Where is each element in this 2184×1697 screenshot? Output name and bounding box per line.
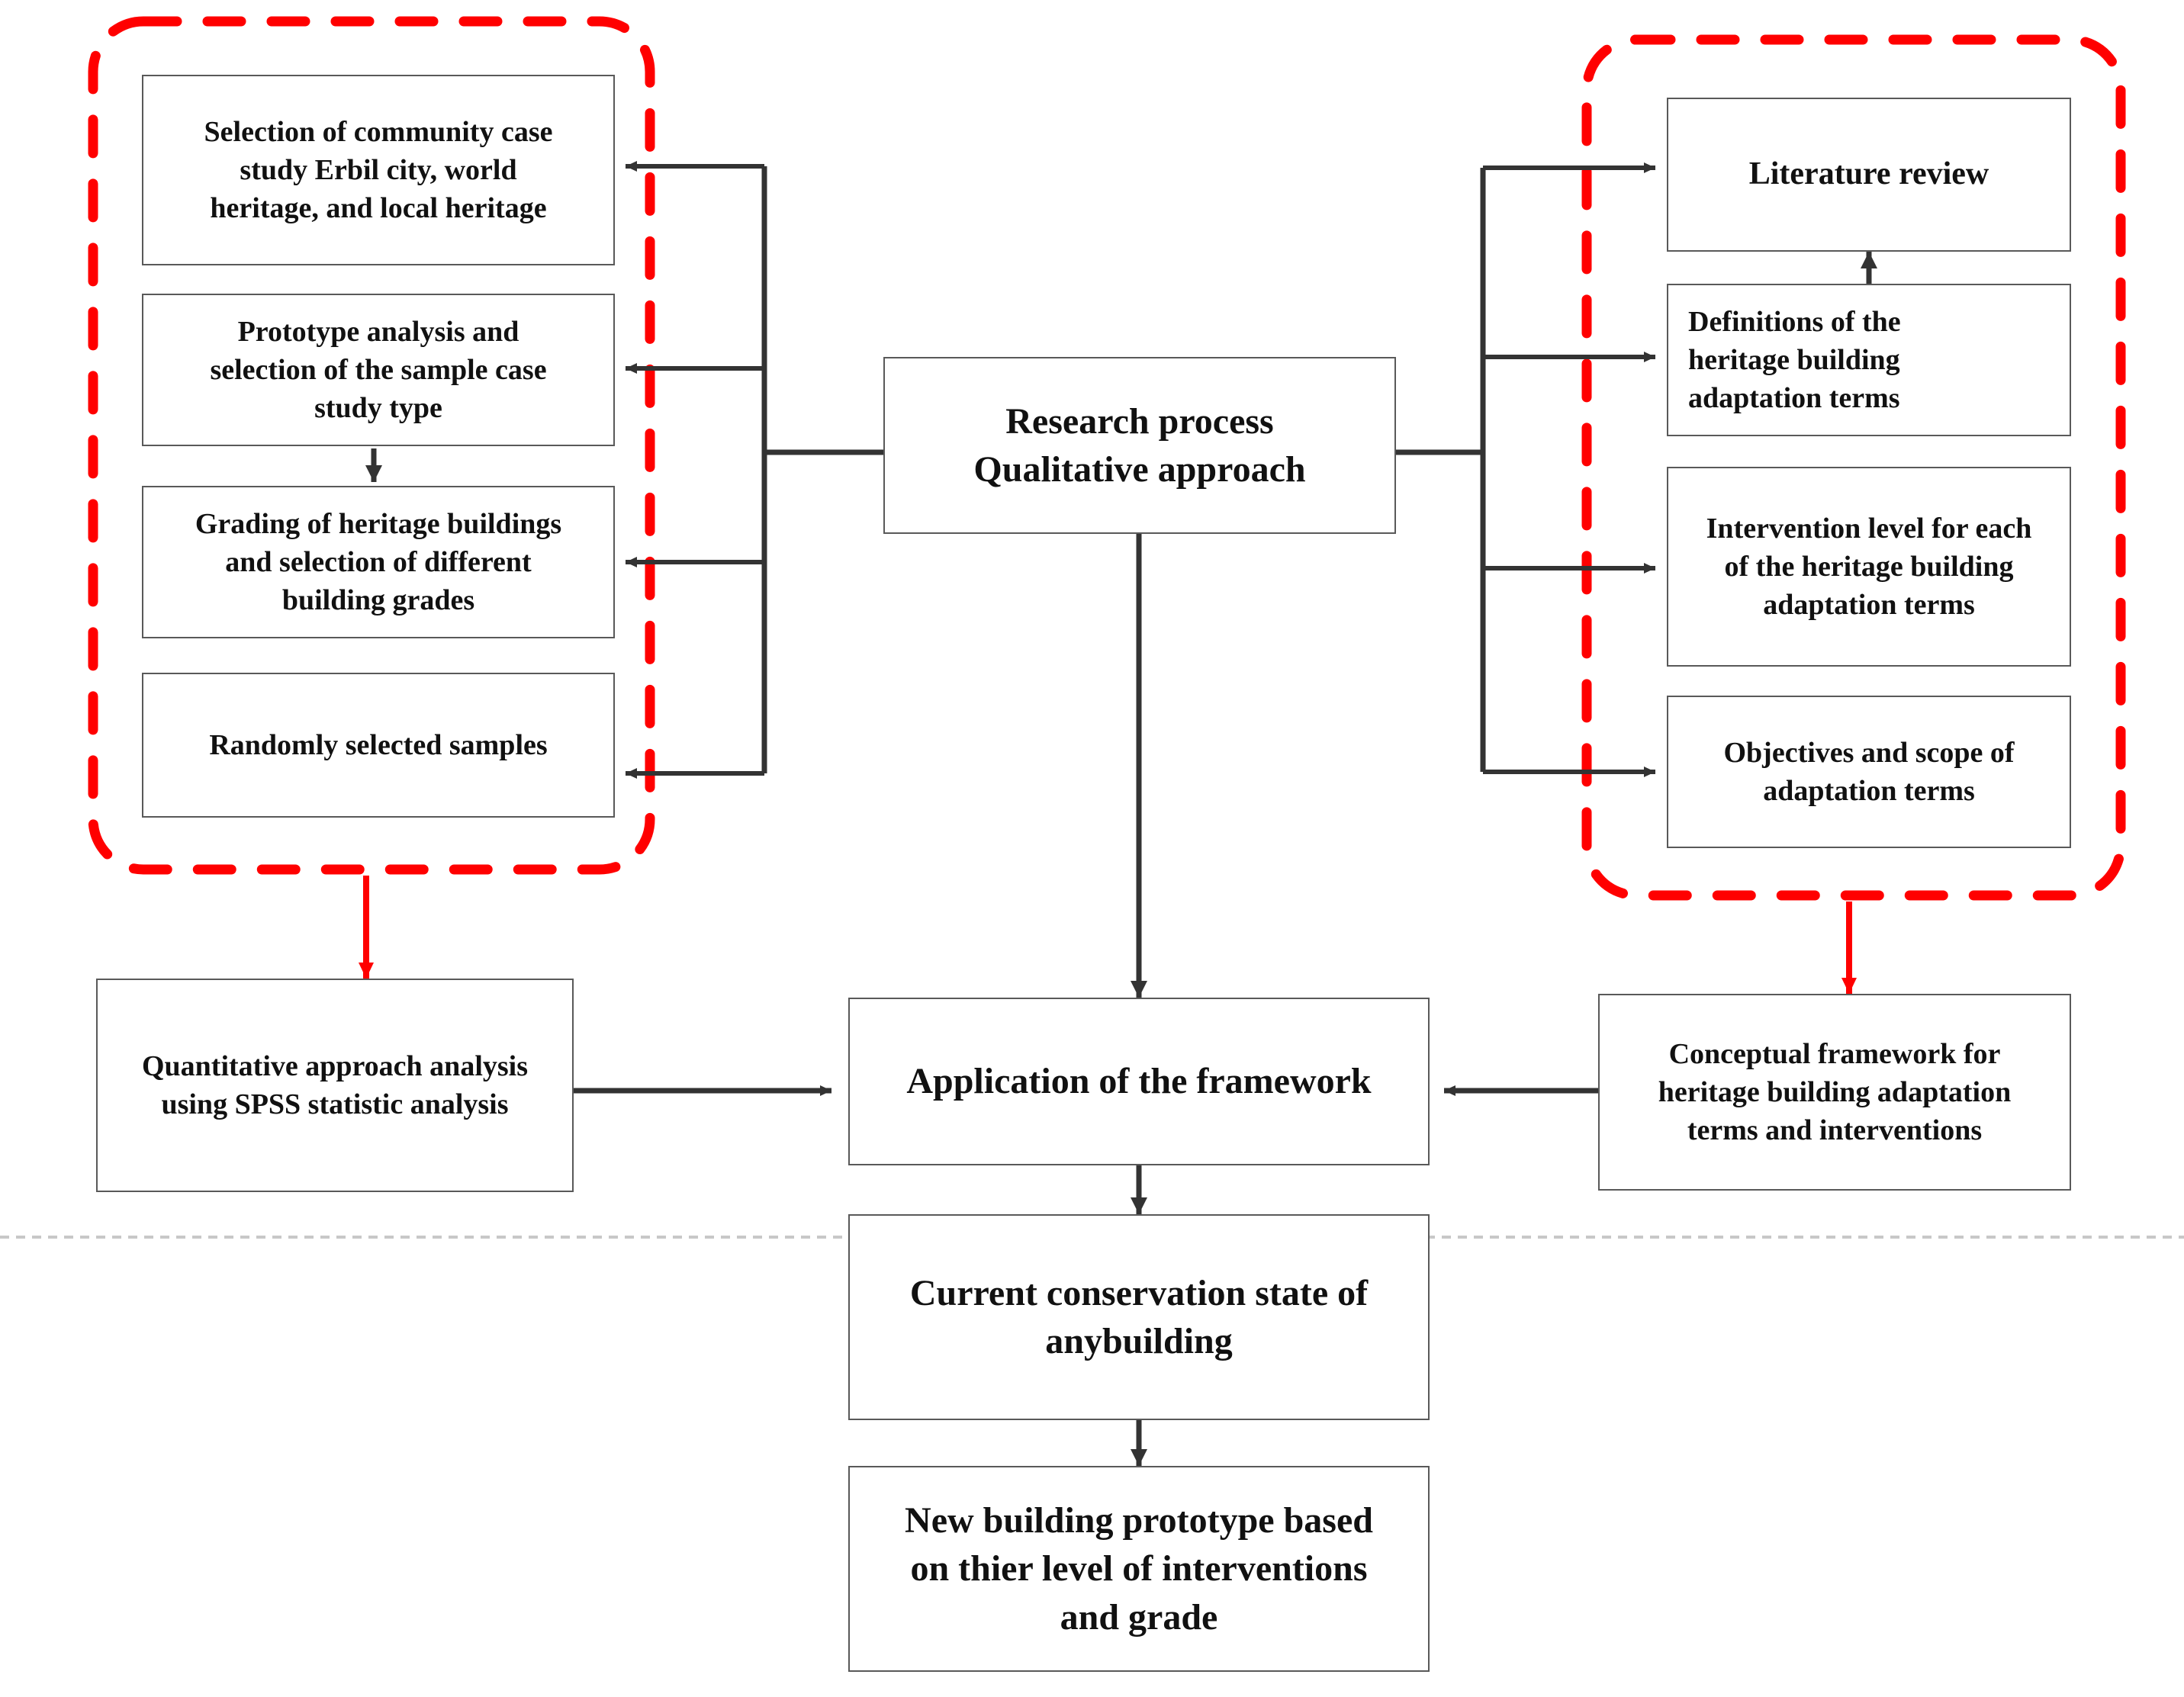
box-objectives-and-scope[interactable]: Objectives and scope of adaptation terms bbox=[1667, 696, 2071, 848]
box-current-conservation-state[interactable]: Current conservation state of anybuildin… bbox=[848, 1214, 1430, 1420]
box-selection-of-community-case-study[interactable]: Selection of community case study Erbil … bbox=[142, 75, 615, 265]
box-definitions-of-terms[interactable]: Definitions of the heritage building ada… bbox=[1667, 284, 2071, 436]
box-application-of-framework[interactable]: Application of the framework bbox=[848, 998, 1430, 1165]
box-literature-review[interactable]: Literature review bbox=[1667, 98, 2071, 252]
box-conceptual-framework[interactable]: Conceptual framework for heritage buildi… bbox=[1598, 994, 2071, 1191]
box-new-building-prototype[interactable]: New building prototype based on thier le… bbox=[848, 1466, 1430, 1672]
box-research-process[interactable]: Research process Qualitative approach bbox=[883, 357, 1396, 534]
box-quantitative-approach[interactable]: Quantitative approach analysis using SPS… bbox=[96, 979, 574, 1192]
box-grading-of-heritage-buildings[interactable]: Grading of heritage buildings and select… bbox=[142, 486, 615, 638]
box-randomly-selected-samples[interactable]: Randomly selected samples bbox=[142, 673, 615, 818]
box-prototype-analysis[interactable]: Prototype analysis and selection of the … bbox=[142, 294, 615, 446]
box-intervention-level[interactable]: Intervention level for each of the herit… bbox=[1667, 467, 2071, 667]
